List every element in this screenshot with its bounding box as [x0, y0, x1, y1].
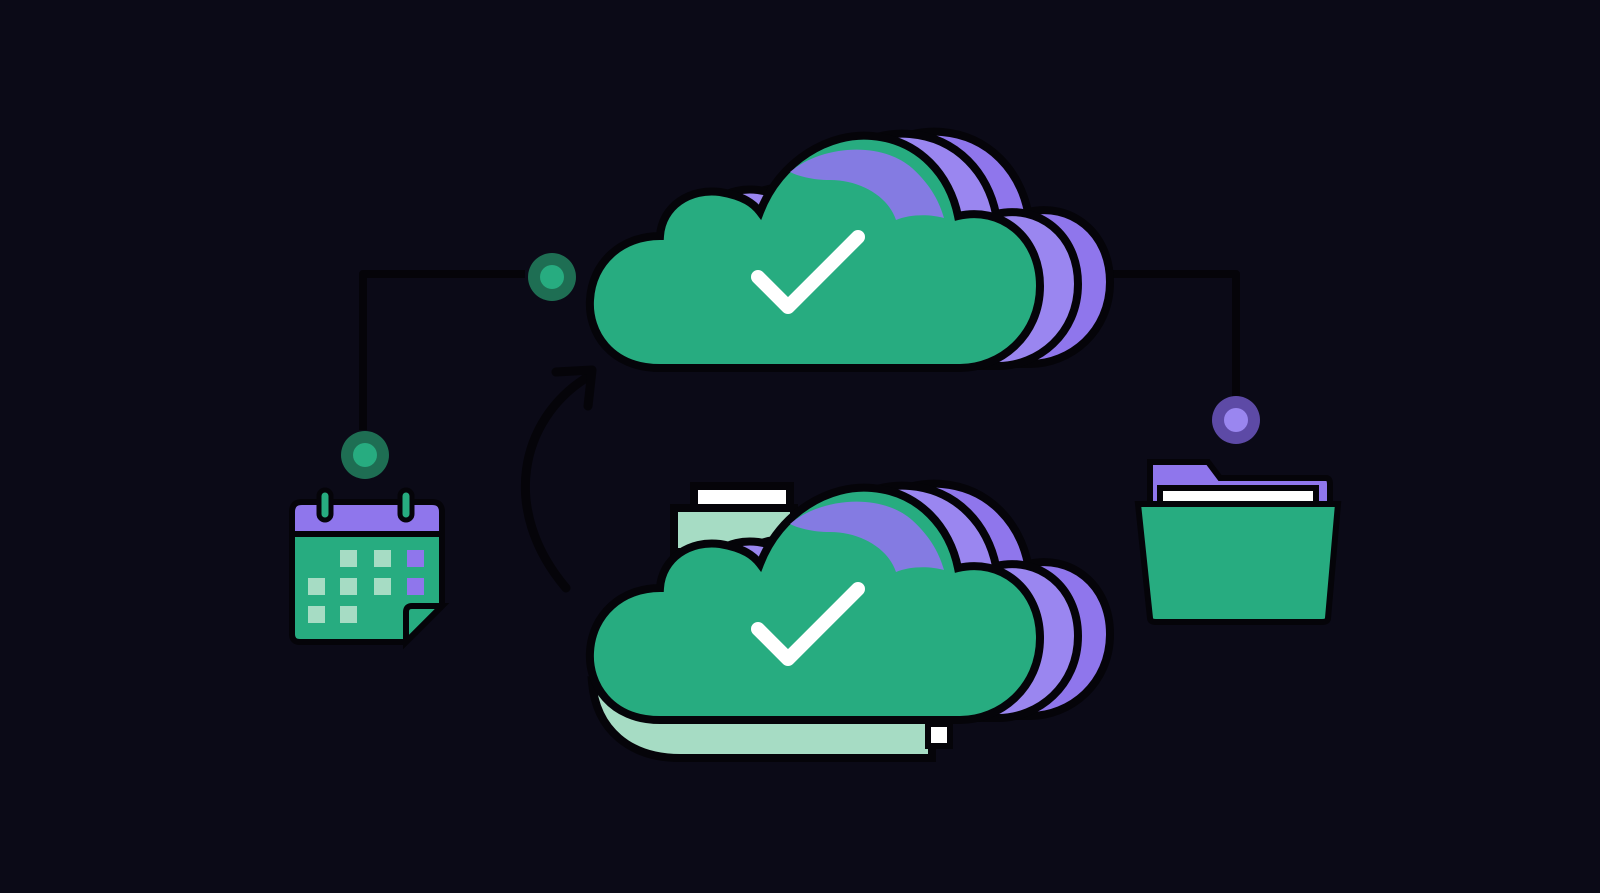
backup-cloud-check-icon — [585, 479, 1115, 762]
node-dot-folder — [1212, 396, 1260, 444]
sync-arrow — [520, 365, 597, 593]
node-dot-cloud-left — [528, 253, 576, 301]
primary-cloud-check-icon — [585, 127, 1115, 372]
folder-icon — [1134, 459, 1342, 625]
connector-calendar-to-cloud — [359, 270, 525, 430]
check-icon — [751, 230, 865, 314]
calendar-icon — [289, 487, 450, 650]
connector-cloud-to-folder — [1090, 270, 1240, 398]
node-dot-calendar — [341, 431, 389, 479]
